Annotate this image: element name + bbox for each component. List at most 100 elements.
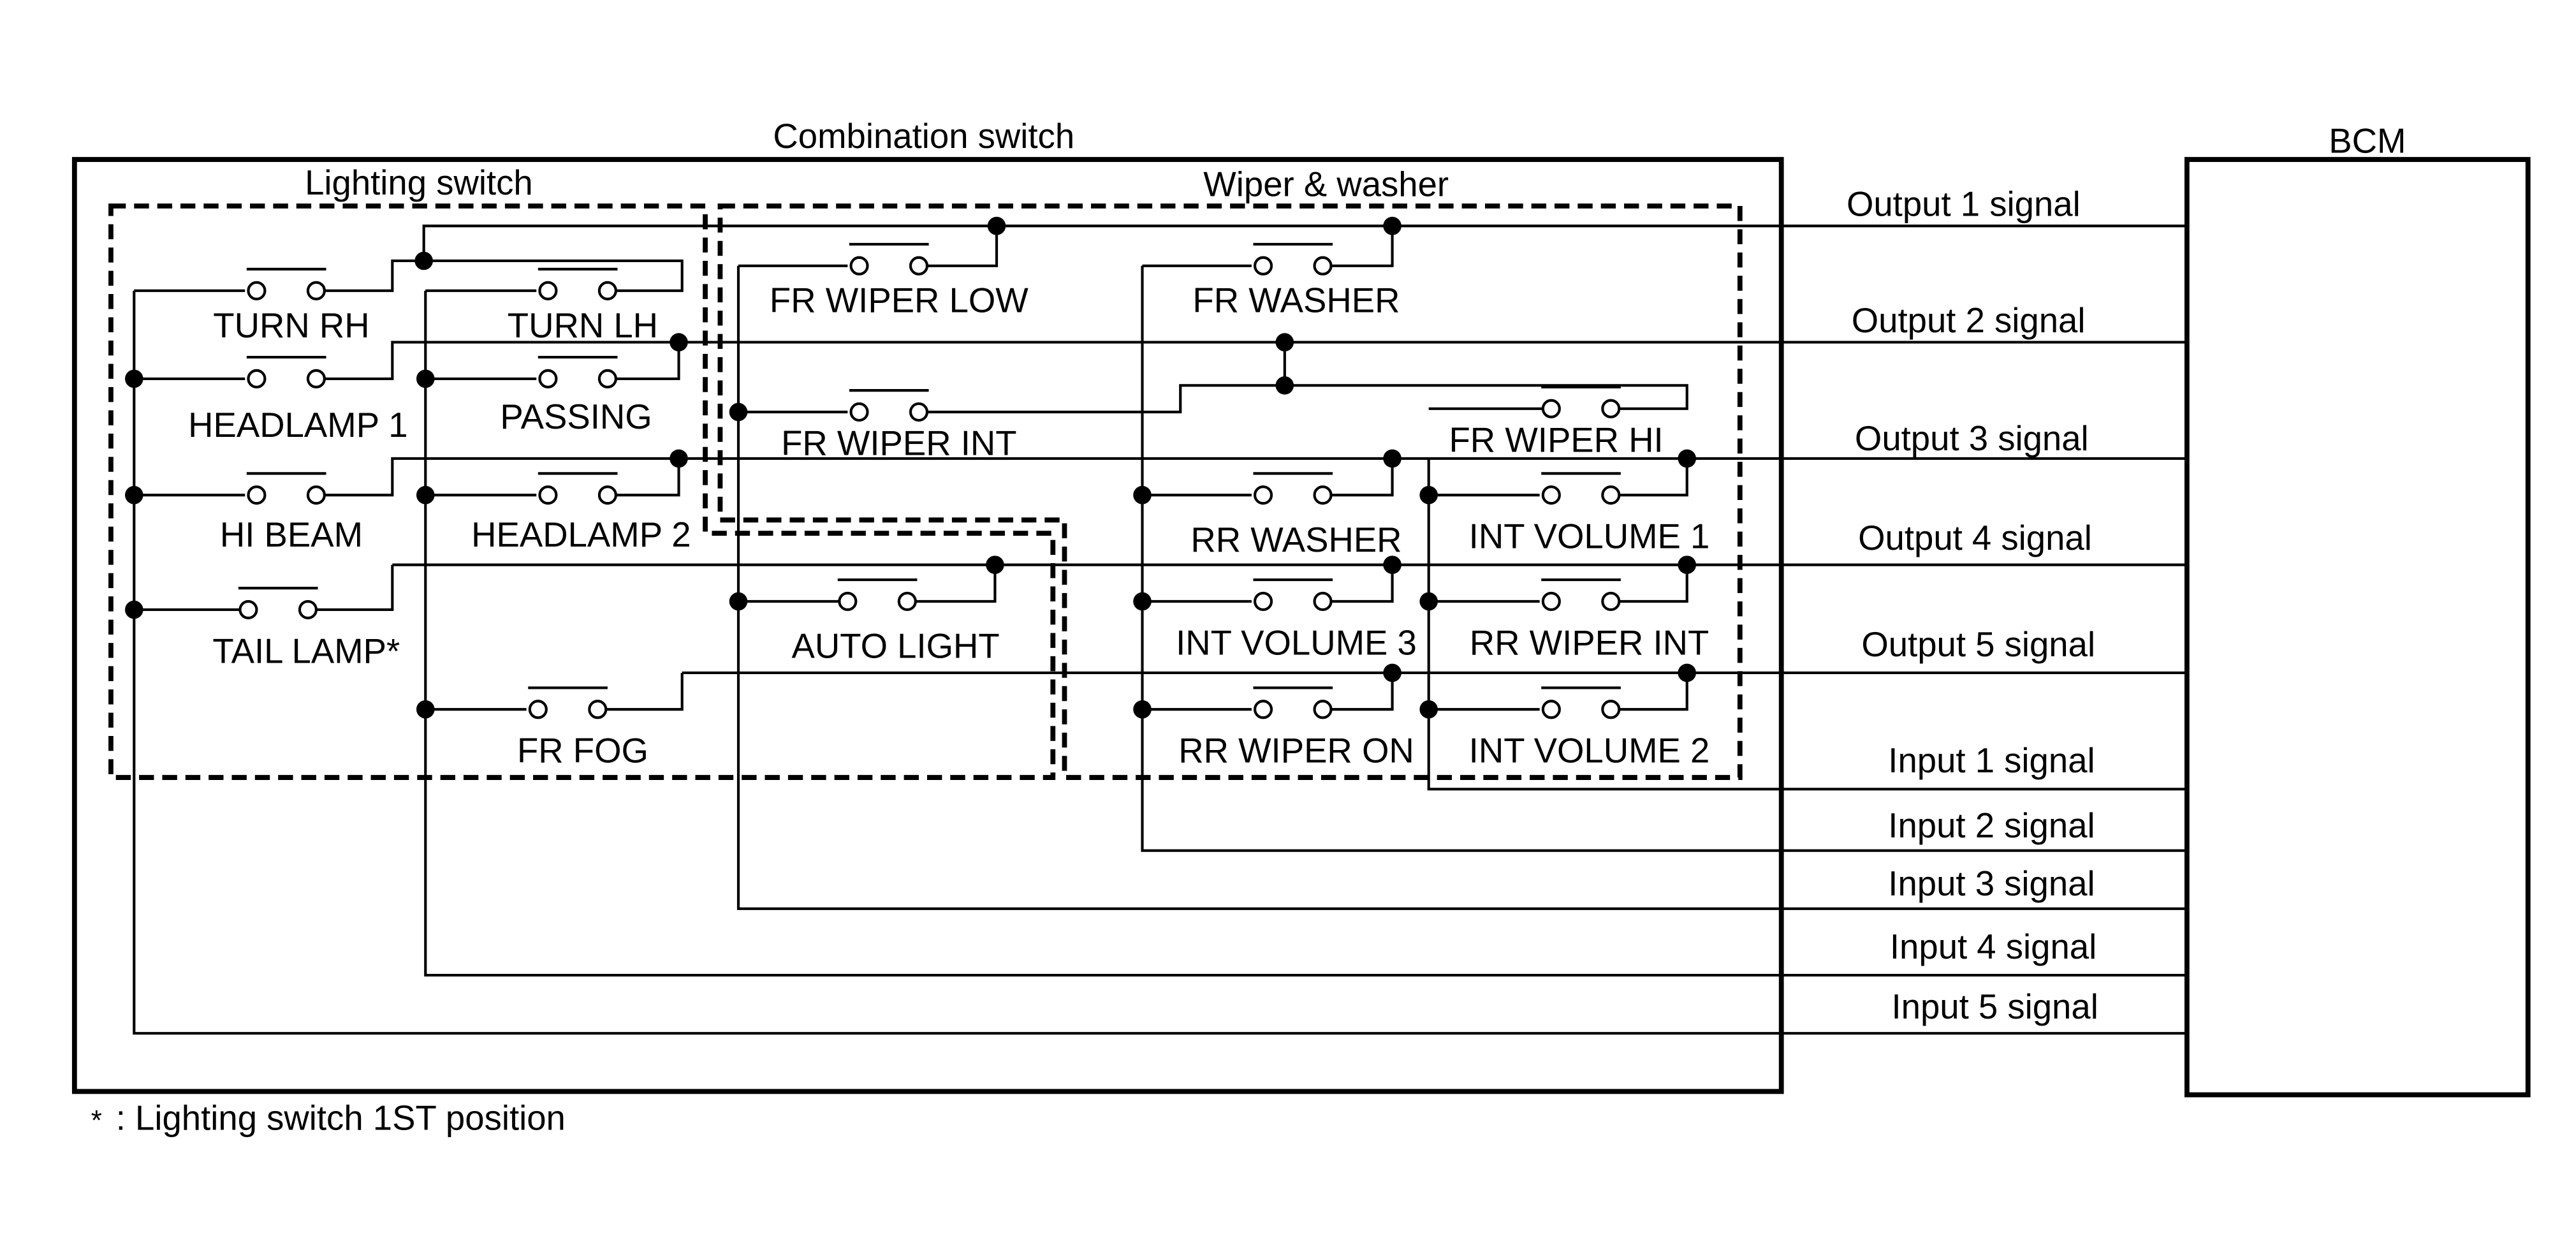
input-3-wire (736, 265, 2187, 910)
junction-dot (1419, 700, 1438, 719)
switch-contact-hi-beam (246, 472, 326, 505)
label-fr-wiper-hi: FR WIPER HI (1449, 420, 1664, 459)
label-headlamp-2: HEADLAMP 2 (471, 515, 691, 554)
junction-dot (416, 369, 435, 388)
output-1-wire (422, 224, 2187, 261)
junction-dot (1383, 663, 1401, 682)
rr-washer-wire (1142, 458, 1394, 497)
switch-contact-rr-washer (1253, 472, 1333, 505)
junction-dot (1133, 485, 1152, 504)
junction-dot (416, 700, 435, 719)
label-output-5-signal: Output 5 signal (1861, 625, 2095, 664)
footnote-text: : Lighting switch 1ST position (116, 1098, 566, 1137)
fr-fog-wire (425, 672, 684, 711)
turn-lh-wire (423, 259, 684, 292)
label-input-1-signal: Input 1 signal (1888, 741, 2095, 780)
label-auto-light: AUTO LIGHT (792, 626, 1000, 665)
junction-dot (1133, 700, 1152, 719)
junction-dot (1133, 592, 1152, 611)
fr-wiper-int-wire (738, 342, 1286, 414)
junction-dot (729, 402, 748, 422)
hi-beam-wire (134, 457, 679, 497)
label-rr-wiper-int: RR WIPER INT (1470, 623, 1709, 662)
headlamp-1-wire (134, 341, 679, 380)
headlamp-2-wire (425, 458, 680, 497)
junction-dot (1383, 555, 1401, 574)
rr-wiper-int-wire (1428, 564, 1688, 603)
junction-dot (414, 251, 433, 270)
int-volume-3-wire (1142, 564, 1394, 603)
switch-contact-fr-fog (528, 686, 608, 719)
label-input-2-signal: Input 2 signal (1888, 806, 2095, 845)
label-hi-beam: HI BEAM (220, 515, 363, 554)
label-fr-washer: FR WASHER (1192, 281, 1400, 320)
switch-contact-auto-light (837, 578, 918, 612)
label-output-2-signal: Output 2 signal (1852, 301, 2086, 340)
int-volume-2-wire (1428, 672, 1688, 711)
switch-contact-headlamp-2 (538, 472, 618, 505)
switch-contact-headlamp-1 (246, 355, 326, 389)
wiper-washer-title: Wiper & washer (1203, 165, 1449, 203)
label-fr-wiper-int: FR WIPER INT (781, 424, 1017, 463)
label-turn-rh: TURN RH (213, 306, 369, 345)
switch-contact-turn-rh (246, 267, 326, 300)
fr-wiper-hi-wire (1284, 384, 1688, 410)
label-rr-washer: RR WASHER (1190, 520, 1401, 559)
label-input-3-signal: Input 3 signal (1888, 864, 2095, 903)
fr-wiper-low-wire (738, 226, 999, 267)
wiring (133, 224, 2187, 1035)
junction-dot (416, 485, 435, 504)
junction-dot (1678, 663, 1697, 682)
junction-dots (125, 216, 1697, 719)
input-1-wire (1427, 458, 2187, 791)
label-rr-wiper-on: RR WIPER ON (1178, 732, 1414, 770)
junction-dot (1678, 449, 1697, 468)
label-fr-fog: FR FOG (517, 732, 648, 770)
junction-dot (1275, 376, 1294, 395)
wiper-washer-group-outline (717, 203, 1743, 780)
label-headlamp-1: HEADLAMP 1 (188, 406, 407, 445)
turn-rh-wire (134, 259, 424, 292)
switch-contact-int-volume-1 (1541, 472, 1621, 505)
passing-wire (425, 342, 680, 380)
switch-labels: TURN RH TURN LH HEADLAMP 1 PASSING HI BE… (188, 281, 1709, 770)
input-5-wire (133, 290, 2187, 1035)
junction-dot (987, 216, 1006, 235)
junction-dot (1383, 449, 1401, 468)
junction-dot (1419, 592, 1438, 611)
label-turn-lh: TURN LH (508, 306, 658, 345)
switch-contact-fr-washer (1253, 242, 1333, 276)
switch-contact-rr-wiper-int (1541, 578, 1621, 612)
junction-dot (125, 369, 143, 388)
junction-dot (986, 555, 1004, 574)
switch-contact-rr-wiper-on (1253, 686, 1333, 719)
signal-labels: Output 1 signal Output 2 signal Output 3… (1847, 185, 2098, 1026)
junction-dot (1419, 485, 1438, 504)
junction-dot (1275, 333, 1294, 351)
switch-contact-tail-lamp (238, 587, 318, 620)
switch-contact-int-volume-2 (1541, 686, 1621, 719)
label-output-4-signal: Output 4 signal (1858, 519, 2092, 557)
junction-dot (125, 600, 143, 619)
label-int-volume-3: INT VOLUME 3 (1176, 623, 1417, 662)
label-tail-lamp: TAIL LAMP* (212, 631, 400, 670)
label-output-1-signal: Output 1 signal (1847, 185, 2081, 224)
label-passing: PASSING (500, 397, 652, 436)
label-fr-wiper-low: FR WIPER LOW (770, 281, 1028, 320)
label-output-3-signal: Output 3 signal (1855, 419, 2089, 458)
switch-contact-fr-wiper-low (849, 242, 929, 276)
combination-switch-title: Combination switch (773, 117, 1074, 156)
input-4-wire (424, 290, 2187, 977)
lighting-switch-title: Lighting switch (305, 163, 533, 202)
fr-washer-wire (1142, 226, 1394, 267)
switch-contact-fr-wiper-int (849, 389, 929, 422)
junction-dot (125, 485, 143, 504)
bcm-box (2184, 157, 2531, 1098)
footnote-mark: * (91, 1105, 102, 1136)
switch-contacts (238, 242, 1621, 719)
combination-switch-box (71, 157, 1784, 1094)
tail-lamp-wire (134, 564, 394, 612)
bcm-title: BCM (2329, 122, 2406, 161)
auto-light-wire (738, 564, 997, 603)
